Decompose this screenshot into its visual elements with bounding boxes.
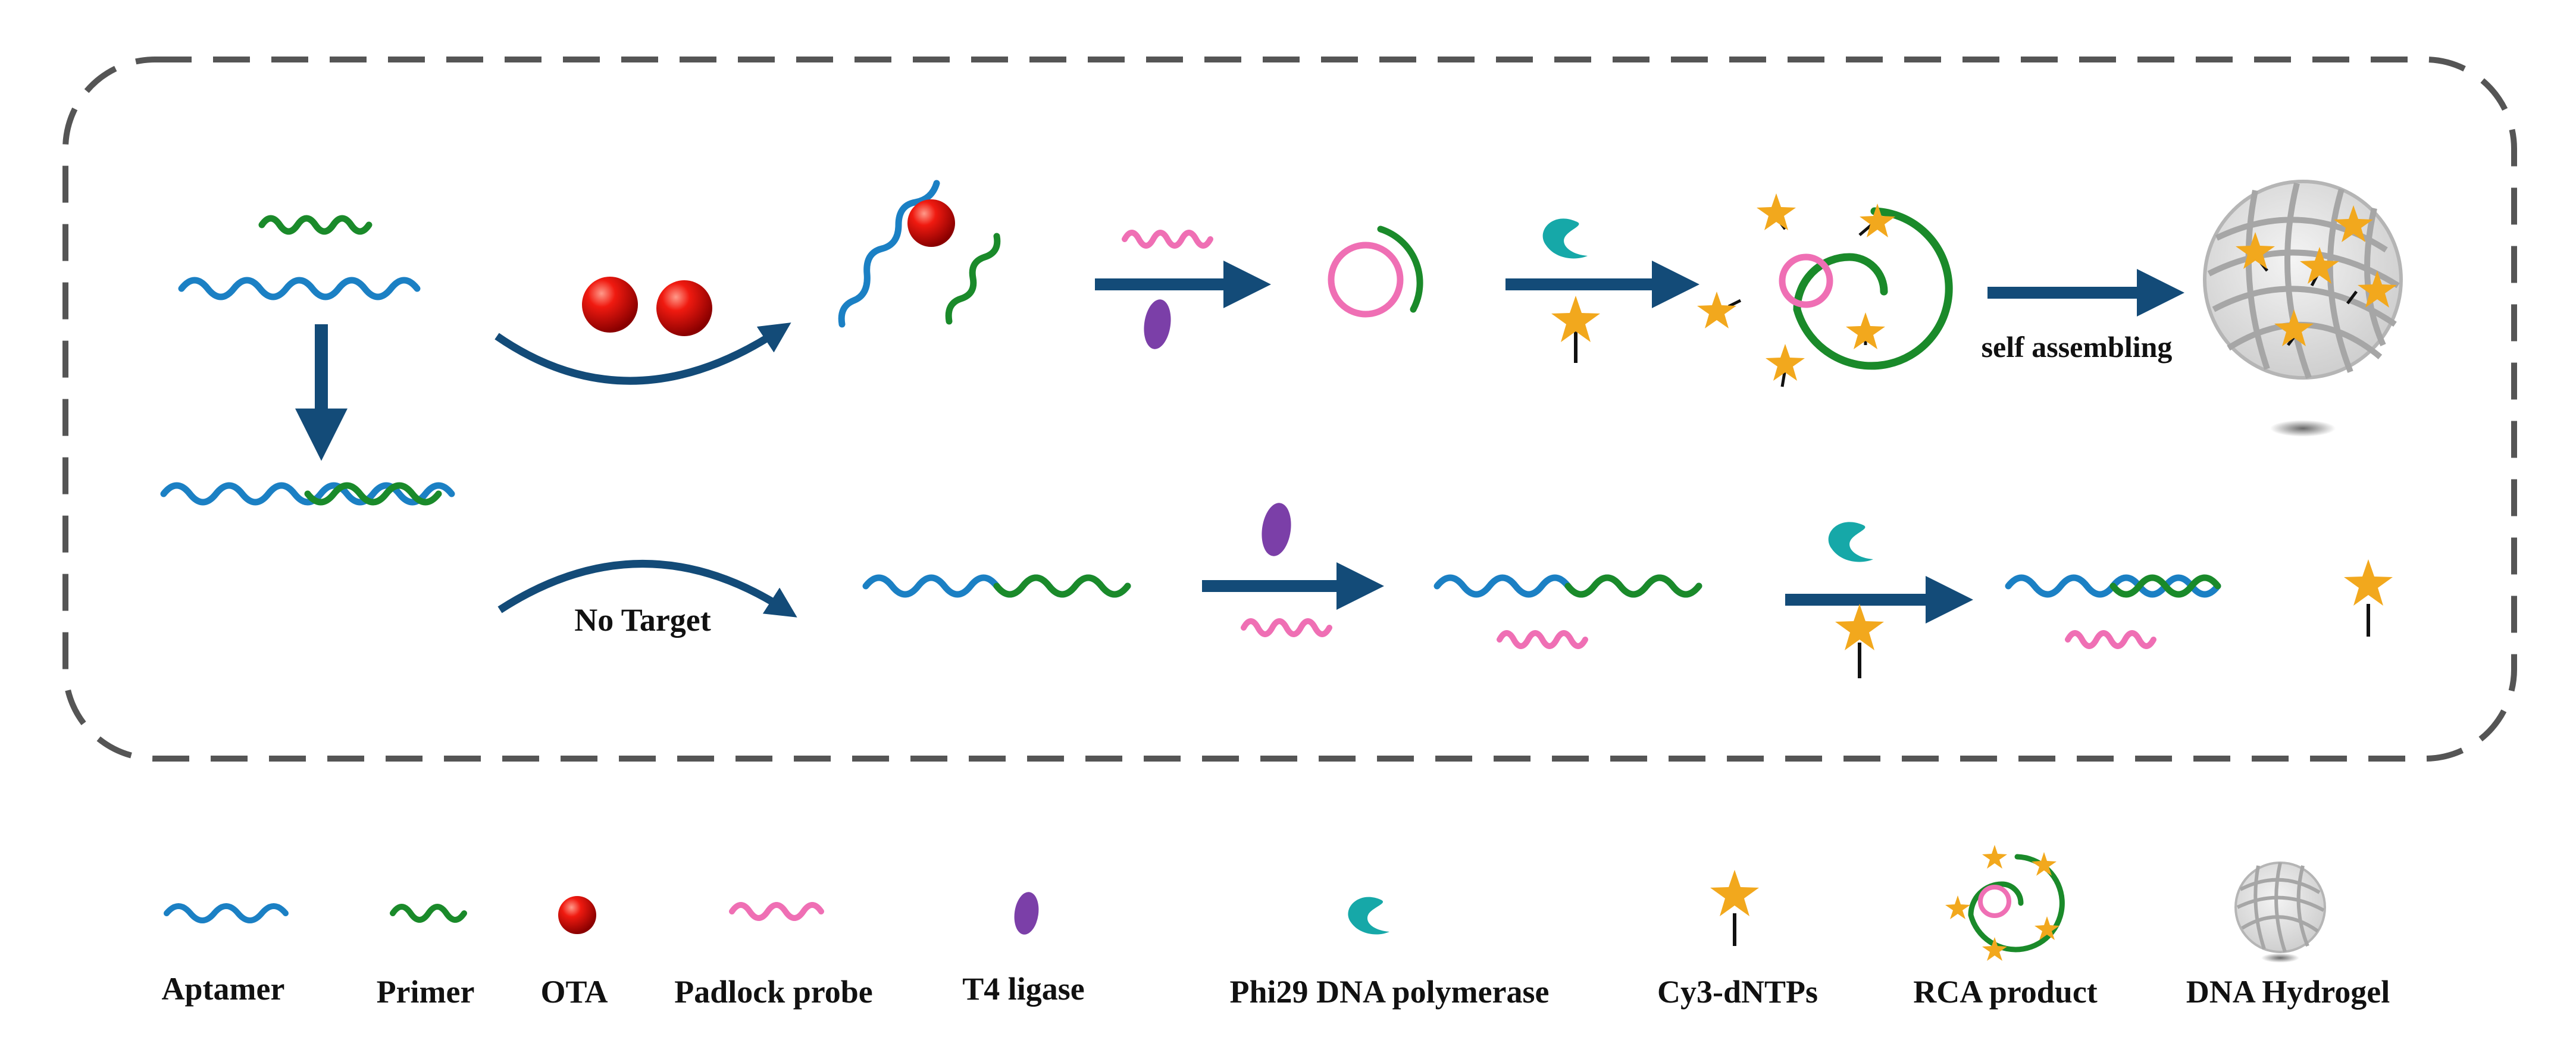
aptamer-ota-complex [838, 180, 940, 328]
cy3-dntp-icon [1835, 604, 1884, 678]
cy3-dntp-icon [2344, 559, 2393, 637]
legend-phi29-icon [1348, 897, 1389, 935]
ota-molecule [582, 277, 638, 333]
target-curved-arrow [494, 322, 791, 385]
t4-ligase-icon [1144, 299, 1171, 349]
legend-aptamer-label: Aptamer [162, 971, 285, 1007]
legend-t4-ligase-label: T4 ligase [962, 971, 1085, 1007]
phi29-polymerase-icon [1542, 218, 1588, 259]
legend-cy3-dntps-icon [1710, 870, 1759, 946]
padlock-probe-strand [2065, 630, 2156, 649]
legend: Aptamer Primer OTA Padlock probe T4 liga… [162, 845, 2390, 1010]
legend-aptamer-icon [164, 903, 289, 923]
duplex-no-target [862, 574, 1131, 598]
duplex-no-ligation [1433, 574, 1702, 598]
padlock-probe-strand [1497, 630, 1588, 649]
dna-hydrogel-large [2203, 180, 2403, 437]
aptamer-strand-initial [178, 277, 421, 300]
legend-t4-ligase-icon [1014, 892, 1039, 935]
legend-ota-icon [558, 896, 596, 934]
legend-primer-icon [390, 904, 467, 923]
legend-ota-label: OTA [540, 974, 608, 1010]
primer-strand-initial [258, 215, 373, 235]
t4-ligase-icon [1262, 503, 1291, 556]
phi29-polymerase-icon [1828, 522, 1873, 562]
padlock-probe-strand [1241, 618, 1332, 637]
legend-rca-product-label: RCA product [1913, 974, 2098, 1010]
aptamer-primer-duplex [160, 482, 455, 506]
released-primer [945, 233, 1001, 325]
legend-primer-label: Primer [377, 974, 475, 1010]
no-target-curved-arrow [497, 560, 797, 618]
legend-padlock-probe-label: Padlock probe [674, 974, 873, 1010]
legend-dna-hydrogel-icon [2234, 862, 2326, 963]
cy3-dntp-icon [1551, 296, 1600, 363]
padlock-probe-strand [1122, 230, 1213, 249]
primer-on-circle [1377, 225, 1423, 313]
dashed-frame [62, 57, 2517, 762]
legend-padlock-probe-icon [729, 902, 824, 921]
circularized-padlock [1328, 242, 1404, 318]
ota-molecule [907, 199, 955, 247]
legend-phi29-label: Phi29 DNA polymerase [1230, 974, 1550, 1010]
self-assembling-label: self assembling [1982, 330, 2173, 364]
legend-rca-product-icon [1945, 845, 2065, 961]
legend-dna-hydrogel-label: DNA Hydrogel [2186, 974, 2390, 1010]
no-target-label: No Target [574, 602, 711, 638]
ota-molecule [656, 280, 712, 336]
duplex-final [2005, 574, 2221, 598]
rca-product-large [1697, 193, 1953, 387]
legend-cy3-dntps-label: Cy3-dNTPs [1657, 974, 1818, 1010]
